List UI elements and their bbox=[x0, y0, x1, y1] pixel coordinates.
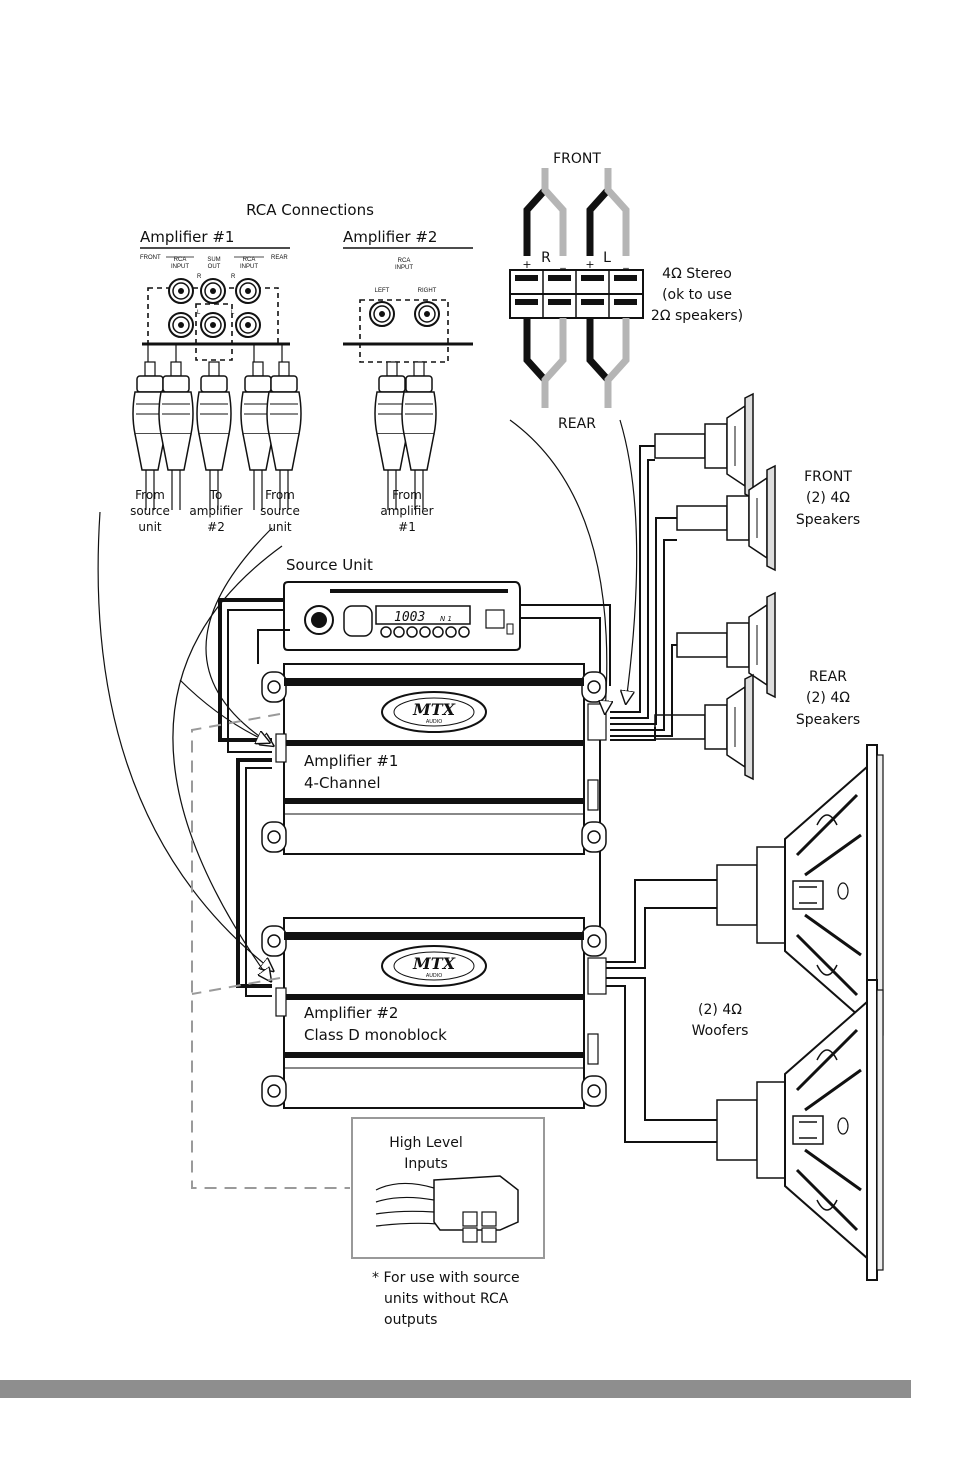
rca-amp1-l2: L bbox=[231, 310, 235, 316]
rca-amp1-sum-label-1: SUM bbox=[207, 257, 220, 263]
rear-speaker-1 bbox=[676, 592, 776, 698]
rca-amp1-input1-label-2: INPUT bbox=[171, 264, 189, 270]
rca-amp2-panel: Amplifier #2 RCA INPUT LEFT RIGHT From a… bbox=[343, 228, 473, 534]
terminal-minus-l: _ bbox=[622, 256, 629, 269]
high-level-inputs: High Level Inputs * For use with source … bbox=[191, 713, 545, 1328]
rca-jack-amp2-left bbox=[369, 301, 395, 327]
rca-amp1-panel: Amplifier #1 FRONT REAR RCA INPUT SUM OU… bbox=[130, 228, 302, 534]
rca-amp1-caption-mid-1: To bbox=[209, 488, 223, 502]
rca-amp1-caption-right-3: unit bbox=[268, 520, 292, 534]
woofer-1 bbox=[715, 743, 885, 1047]
front-speaker-1 bbox=[654, 393, 754, 499]
speaker-terminal: FRONT + R _ + L _ REAR 4Ω Stereo (ok to … bbox=[509, 151, 743, 432]
front-speakers-label-1: FRONT bbox=[804, 469, 852, 485]
rca-amp2-caption-2: amplifier bbox=[380, 504, 433, 518]
amp1-label-1: Amplifier #1 bbox=[304, 752, 398, 770]
front-speaker-2 bbox=[676, 465, 776, 571]
rca-amp2-title: Amplifier #2 bbox=[343, 228, 437, 246]
amp1-logo-sub: AUDIO bbox=[426, 719, 442, 725]
terminal-plus-r: + bbox=[522, 258, 531, 271]
amp2-label-1: Amplifier #2 bbox=[304, 1004, 398, 1022]
rca-amp1-caption-left-1: From bbox=[135, 488, 165, 502]
rca-amp1-caption-left-3: unit bbox=[138, 520, 162, 534]
rca-amp2-caption-3: #1 bbox=[398, 520, 416, 534]
high-level-note-1: * For use with source bbox=[372, 1270, 520, 1286]
rca-connections-title: RCA Connections bbox=[246, 201, 374, 219]
rca-amp2-input-label-2: INPUT bbox=[395, 265, 413, 271]
rca-signal-wires bbox=[218, 598, 611, 997]
rca-amp1-title: Amplifier #1 bbox=[140, 228, 234, 246]
high-level-title-1: High Level bbox=[389, 1135, 463, 1151]
rca-amp1-input2-label-2: INPUT bbox=[240, 264, 258, 270]
speaker-wires bbox=[604, 445, 720, 1143]
terminal-minus-r: _ bbox=[559, 256, 566, 269]
source-unit-buttons bbox=[380, 626, 470, 638]
source-unit-display: 1003 bbox=[394, 610, 425, 625]
source-unit-title: Source Unit bbox=[286, 556, 373, 574]
amp2-logo: MTX bbox=[412, 954, 456, 973]
front-speakers-label-3: Speakers bbox=[796, 512, 860, 528]
rca-amp1-r1: R bbox=[197, 274, 202, 280]
rear-speaker-2 bbox=[654, 674, 754, 780]
footer-bar bbox=[0, 1380, 911, 1398]
rca-amp1-input1-label-1: RCA bbox=[174, 257, 187, 263]
rca-amp2-caption-1: From bbox=[392, 488, 422, 502]
rca-amp1-caption-right-1: From bbox=[265, 488, 295, 502]
rca-jack-front-l bbox=[168, 312, 194, 338]
high-level-title-2: Inputs bbox=[404, 1156, 448, 1172]
rear-speakers-label-2: (2) 4Ω bbox=[806, 690, 850, 706]
rca-amp1-input2-label-1: RCA bbox=[243, 257, 256, 263]
rca-amp2-left-label: LEFT bbox=[375, 288, 390, 294]
high-level-note-3: outputs bbox=[384, 1312, 437, 1328]
rca-jack-front-r bbox=[168, 278, 194, 304]
rca-jack-rear-l bbox=[235, 312, 261, 338]
rca-jack-amp2-right bbox=[414, 301, 440, 327]
rca-amp1-r2: R bbox=[231, 274, 236, 280]
terminal-plus-l: + bbox=[585, 258, 594, 271]
rca-jack-sum-l bbox=[200, 312, 226, 338]
woofers-label-2: Woofers bbox=[692, 1023, 749, 1039]
amp2-label-2: Class D monoblock bbox=[304, 1026, 447, 1044]
front-speakers-label-2: (2) 4Ω bbox=[806, 490, 850, 506]
terminal-r-label: R bbox=[541, 250, 551, 266]
woofers-label-1: (2) 4Ω bbox=[698, 1002, 742, 1018]
terminal-note-3: 2Ω speakers) bbox=[651, 308, 743, 324]
rca-amp1-caption-mid-3: #2 bbox=[207, 520, 225, 534]
rca-amp1-sum-label-2: OUT bbox=[208, 264, 221, 270]
rear-speakers-label-1: REAR bbox=[809, 669, 847, 685]
rear-speakers-label-3: Speakers bbox=[796, 712, 860, 728]
callout-arrows bbox=[97, 419, 638, 980]
terminal-note-2: (ok to use bbox=[662, 287, 732, 303]
rca-amp1-caption-mid-2: amplifier bbox=[189, 504, 242, 518]
rca-jack-sum-r bbox=[200, 278, 226, 304]
amp1-logo: MTX bbox=[412, 700, 456, 719]
rca-amp1-caption-right-2: source bbox=[260, 504, 300, 518]
rca-amp1-l1: L bbox=[197, 310, 201, 316]
front-speakers: FRONT (2) 4Ω Speakers bbox=[654, 393, 860, 571]
rca-amp2-right-label: RIGHT bbox=[418, 288, 437, 294]
source-unit: Source Unit 1003 N 1 bbox=[283, 556, 521, 651]
amp1-label-2: 4-Channel bbox=[304, 774, 381, 792]
amplifier-1: MTX AUDIO Amplifier #1 4-Channel bbox=[261, 663, 607, 855]
terminal-rear-label: REAR bbox=[558, 416, 596, 432]
amplifier-2: MTX AUDIO Amplifier #2 Class D monoblock bbox=[261, 917, 607, 1109]
rca-amp2-input-label-1: RCA bbox=[398, 258, 411, 264]
rear-speakers: REAR (2) 4Ω Speakers bbox=[654, 592, 860, 780]
terminal-l-label: L bbox=[603, 250, 611, 266]
rca-amp1-front-label: FRONT bbox=[140, 255, 161, 261]
terminal-front-label: FRONT bbox=[553, 151, 601, 167]
source-unit-display-sub: N 1 bbox=[440, 615, 452, 623]
rca-amp1-caption-left-2: source bbox=[130, 504, 170, 518]
high-level-note-2: units without RCA bbox=[384, 1291, 509, 1307]
rca-amp1-rear-label: REAR bbox=[271, 255, 288, 261]
rca-jack-rear-r bbox=[235, 278, 261, 304]
terminal-note-1: 4Ω Stereo bbox=[662, 266, 732, 282]
amp2-logo-sub: AUDIO bbox=[426, 973, 442, 979]
